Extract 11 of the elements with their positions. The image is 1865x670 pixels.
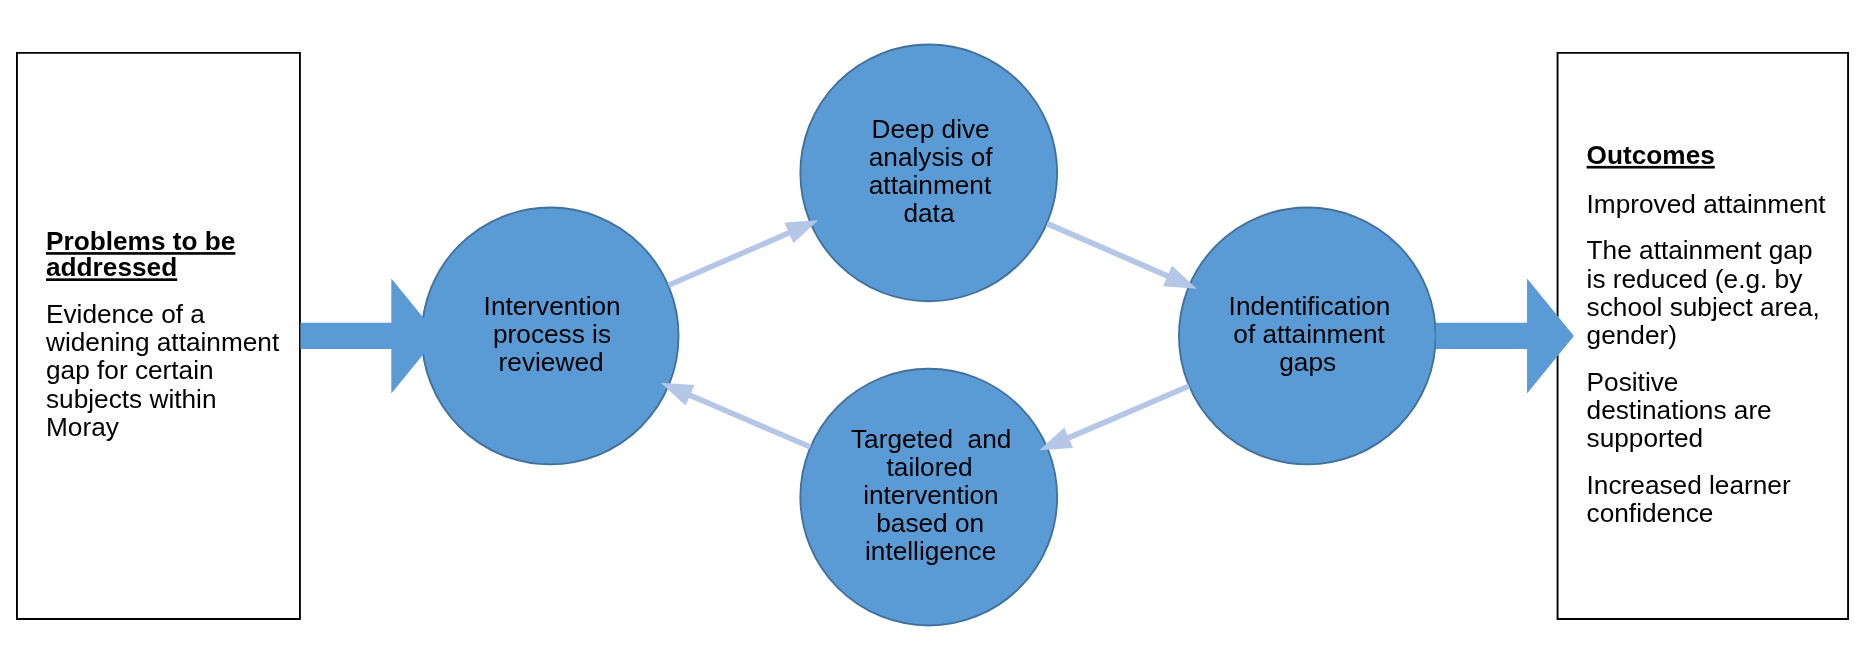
arrow (1046, 221, 1197, 289)
node-circle: Targeted and tailored intervention based on intelligence (799, 367, 1059, 627)
node-circle: Deep dive analysis of attainment data (799, 43, 1059, 303)
node-box: Problems to be addressed Evidence of a widening attainment gap for certain subjects within Moray (16, 52, 301, 620)
arrow (1435, 278, 1574, 394)
node-circle: Indentification of attainment gaps (1178, 206, 1437, 466)
node-box: Outcomes Improved attainment The attainment gap is reduced (e.g. by school subject area, gender) Positive destinations are supported Increased learner confidence (1556, 52, 1849, 620)
arrow (667, 220, 819, 288)
node-circle: Intervention process is reviewed (420, 206, 680, 466)
arrow (1039, 383, 1191, 451)
arrow (660, 382, 812, 450)
